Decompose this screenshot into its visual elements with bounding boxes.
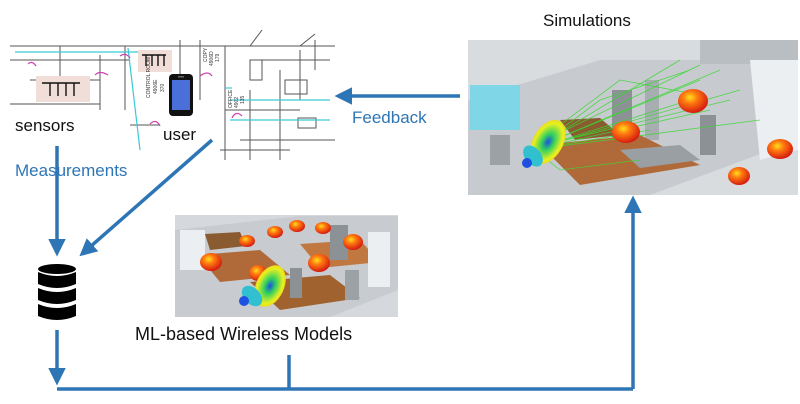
room-label-office: OFFICE — [228, 89, 234, 108]
svg-text:370: 370 — [160, 83, 166, 92]
room-label-copy: COPY — [203, 47, 209, 62]
antenna-pattern — [239, 265, 286, 307]
svg-text:4906E: 4906E — [153, 79, 159, 94]
svg-text:135: 135 — [240, 95, 246, 104]
smartphone-icon — [169, 74, 193, 116]
sensors-label: sensors — [15, 116, 75, 135]
ml-models-label: ML-based Wireless Models — [135, 324, 353, 344]
room-label-control: CONTROL ROOM — [146, 57, 152, 98]
antenna-pattern — [522, 119, 566, 168]
svg-text:4902: 4902 — [234, 97, 240, 108]
svg-text:179: 179 — [215, 53, 221, 62]
feedback-label: Feedback — [352, 108, 427, 127]
user-label: user — [163, 125, 197, 144]
measurements-label: Measurements — [15, 161, 128, 180]
svg-text:4906D: 4906D — [209, 51, 215, 66]
user-to-database-arrow — [79, 138, 214, 257]
simulations-label: Simulations — [543, 11, 631, 30]
